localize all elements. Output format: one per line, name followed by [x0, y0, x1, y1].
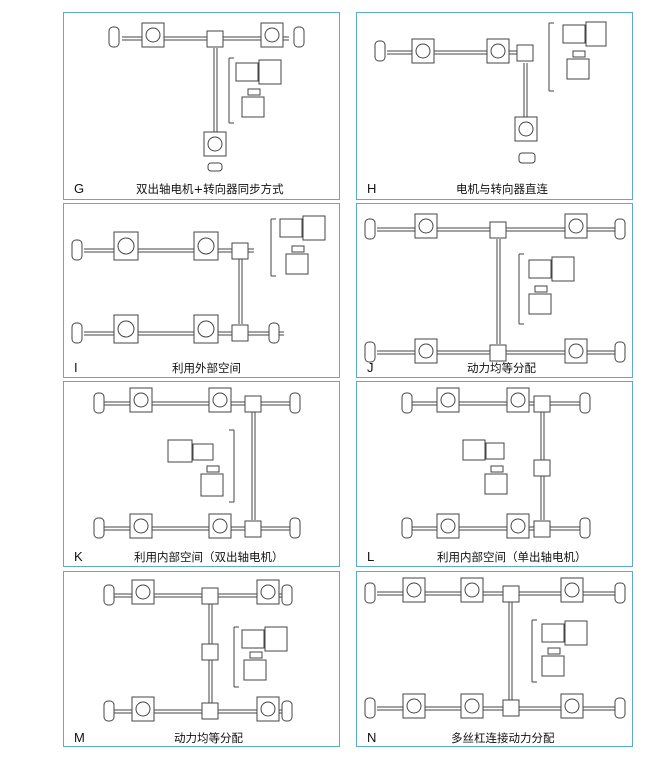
diagram-h — [374, 21, 607, 164]
panel-title: 电机与转向器直连 — [456, 182, 548, 196]
panel-title: 动力均等分配 — [467, 361, 536, 375]
panel-n: N 多丝杠连接动力分配 — [356, 571, 633, 747]
diagram-j — [364, 213, 626, 364]
panel-letter: I — [74, 360, 78, 375]
panel-letter: G — [74, 181, 85, 196]
panel-letter: K — [74, 549, 83, 564]
panel-letter: L — [367, 549, 375, 564]
panel-h: H 电机与转向器直连 — [356, 12, 633, 200]
panel-letter: N — [367, 730, 377, 745]
panel-k: K 利用内部空间（双出轴电机） — [63, 381, 340, 567]
panel-g: G 双出轴电机+转向器同步方式 — [63, 12, 340, 200]
panel-title: 多丝杠连接动力分配 — [451, 731, 555, 745]
diagram-g — [108, 22, 305, 172]
diagram-i — [71, 215, 326, 344]
panel-j: J 动力均等分配 — [356, 203, 633, 378]
panel-title: 利用内部空间（双出轴电机） — [134, 550, 284, 564]
diagram-m — [103, 579, 293, 722]
panel-letter: J — [367, 360, 374, 375]
panel-m: M 动力均等分配 — [63, 571, 340, 747]
panel-letter: H — [367, 181, 377, 196]
panel-title: 利用外部空间 — [172, 361, 241, 375]
panel-title: 动力均等分配 — [174, 731, 243, 745]
panel-letter: M — [74, 730, 85, 745]
panel-l: L 利用内部空间（单出轴电机） — [356, 381, 633, 567]
panel-title: 双出轴电机+转向器同步方式 — [136, 182, 284, 196]
panel-i: I 利用外部空间 — [63, 203, 340, 378]
diagram-n — [364, 577, 626, 719]
panel-title: 利用内部空间（单出轴电机） — [437, 550, 587, 564]
diagram-k — [93, 387, 301, 539]
diagram-l — [401, 387, 591, 539]
